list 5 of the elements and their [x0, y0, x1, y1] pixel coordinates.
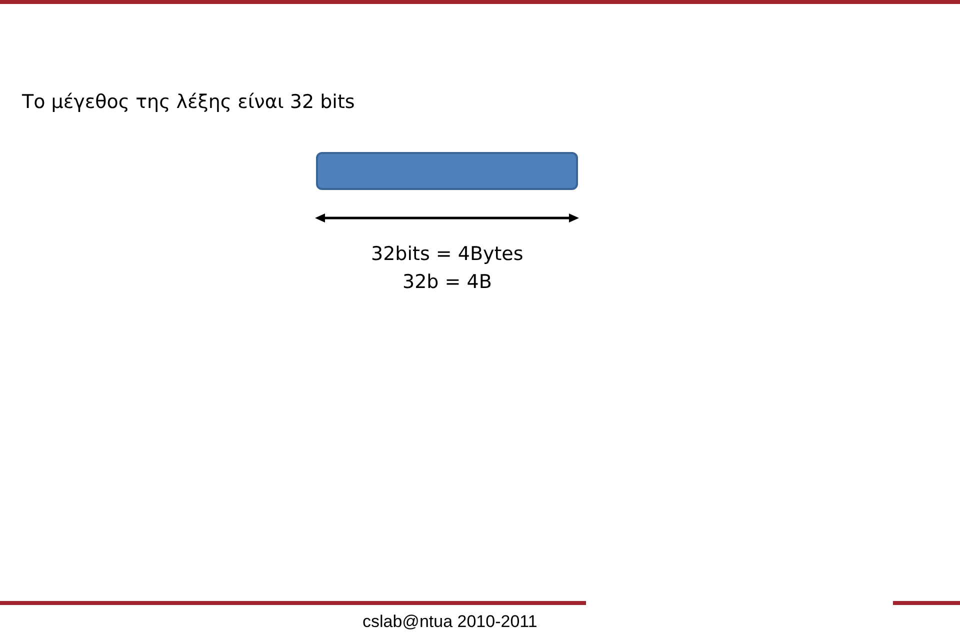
footer-text: cslab@ntua 2010-2011: [362, 612, 538, 632]
slide-title: Το μέγεθος της λέξης είναι 32 bits: [22, 90, 355, 114]
word-bar: [316, 152, 578, 190]
equation-text: 32bits = 4Bytes: [371, 242, 524, 266]
equation-text: 32b = 4B: [402, 270, 492, 294]
